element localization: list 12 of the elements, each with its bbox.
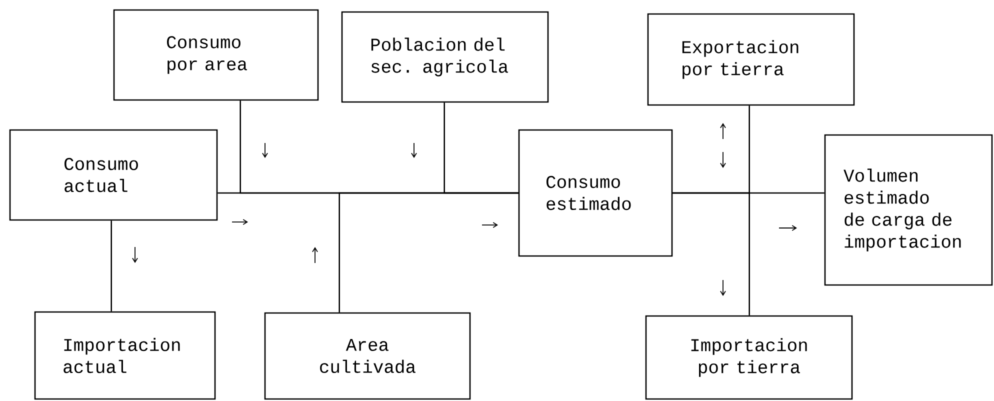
process-box: Poblacion del sec. agricola [341,11,549,103]
process-box: Volumen estimado de carga de importacion [824,134,993,286]
connector-line [672,192,750,316]
process-box: Importacion actual [34,311,216,400]
process-box: Exportacion por tierra [647,13,855,106]
process-box: Consumo actual [9,129,218,221]
process-box: Importacion por tierra [645,315,853,400]
process-box: Area cultivada [264,312,471,400]
process-box: Consumo estimado [518,129,673,257]
process-box: Consumo por area [113,9,319,101]
connector-line [110,220,112,312]
connector-line [338,192,518,312]
